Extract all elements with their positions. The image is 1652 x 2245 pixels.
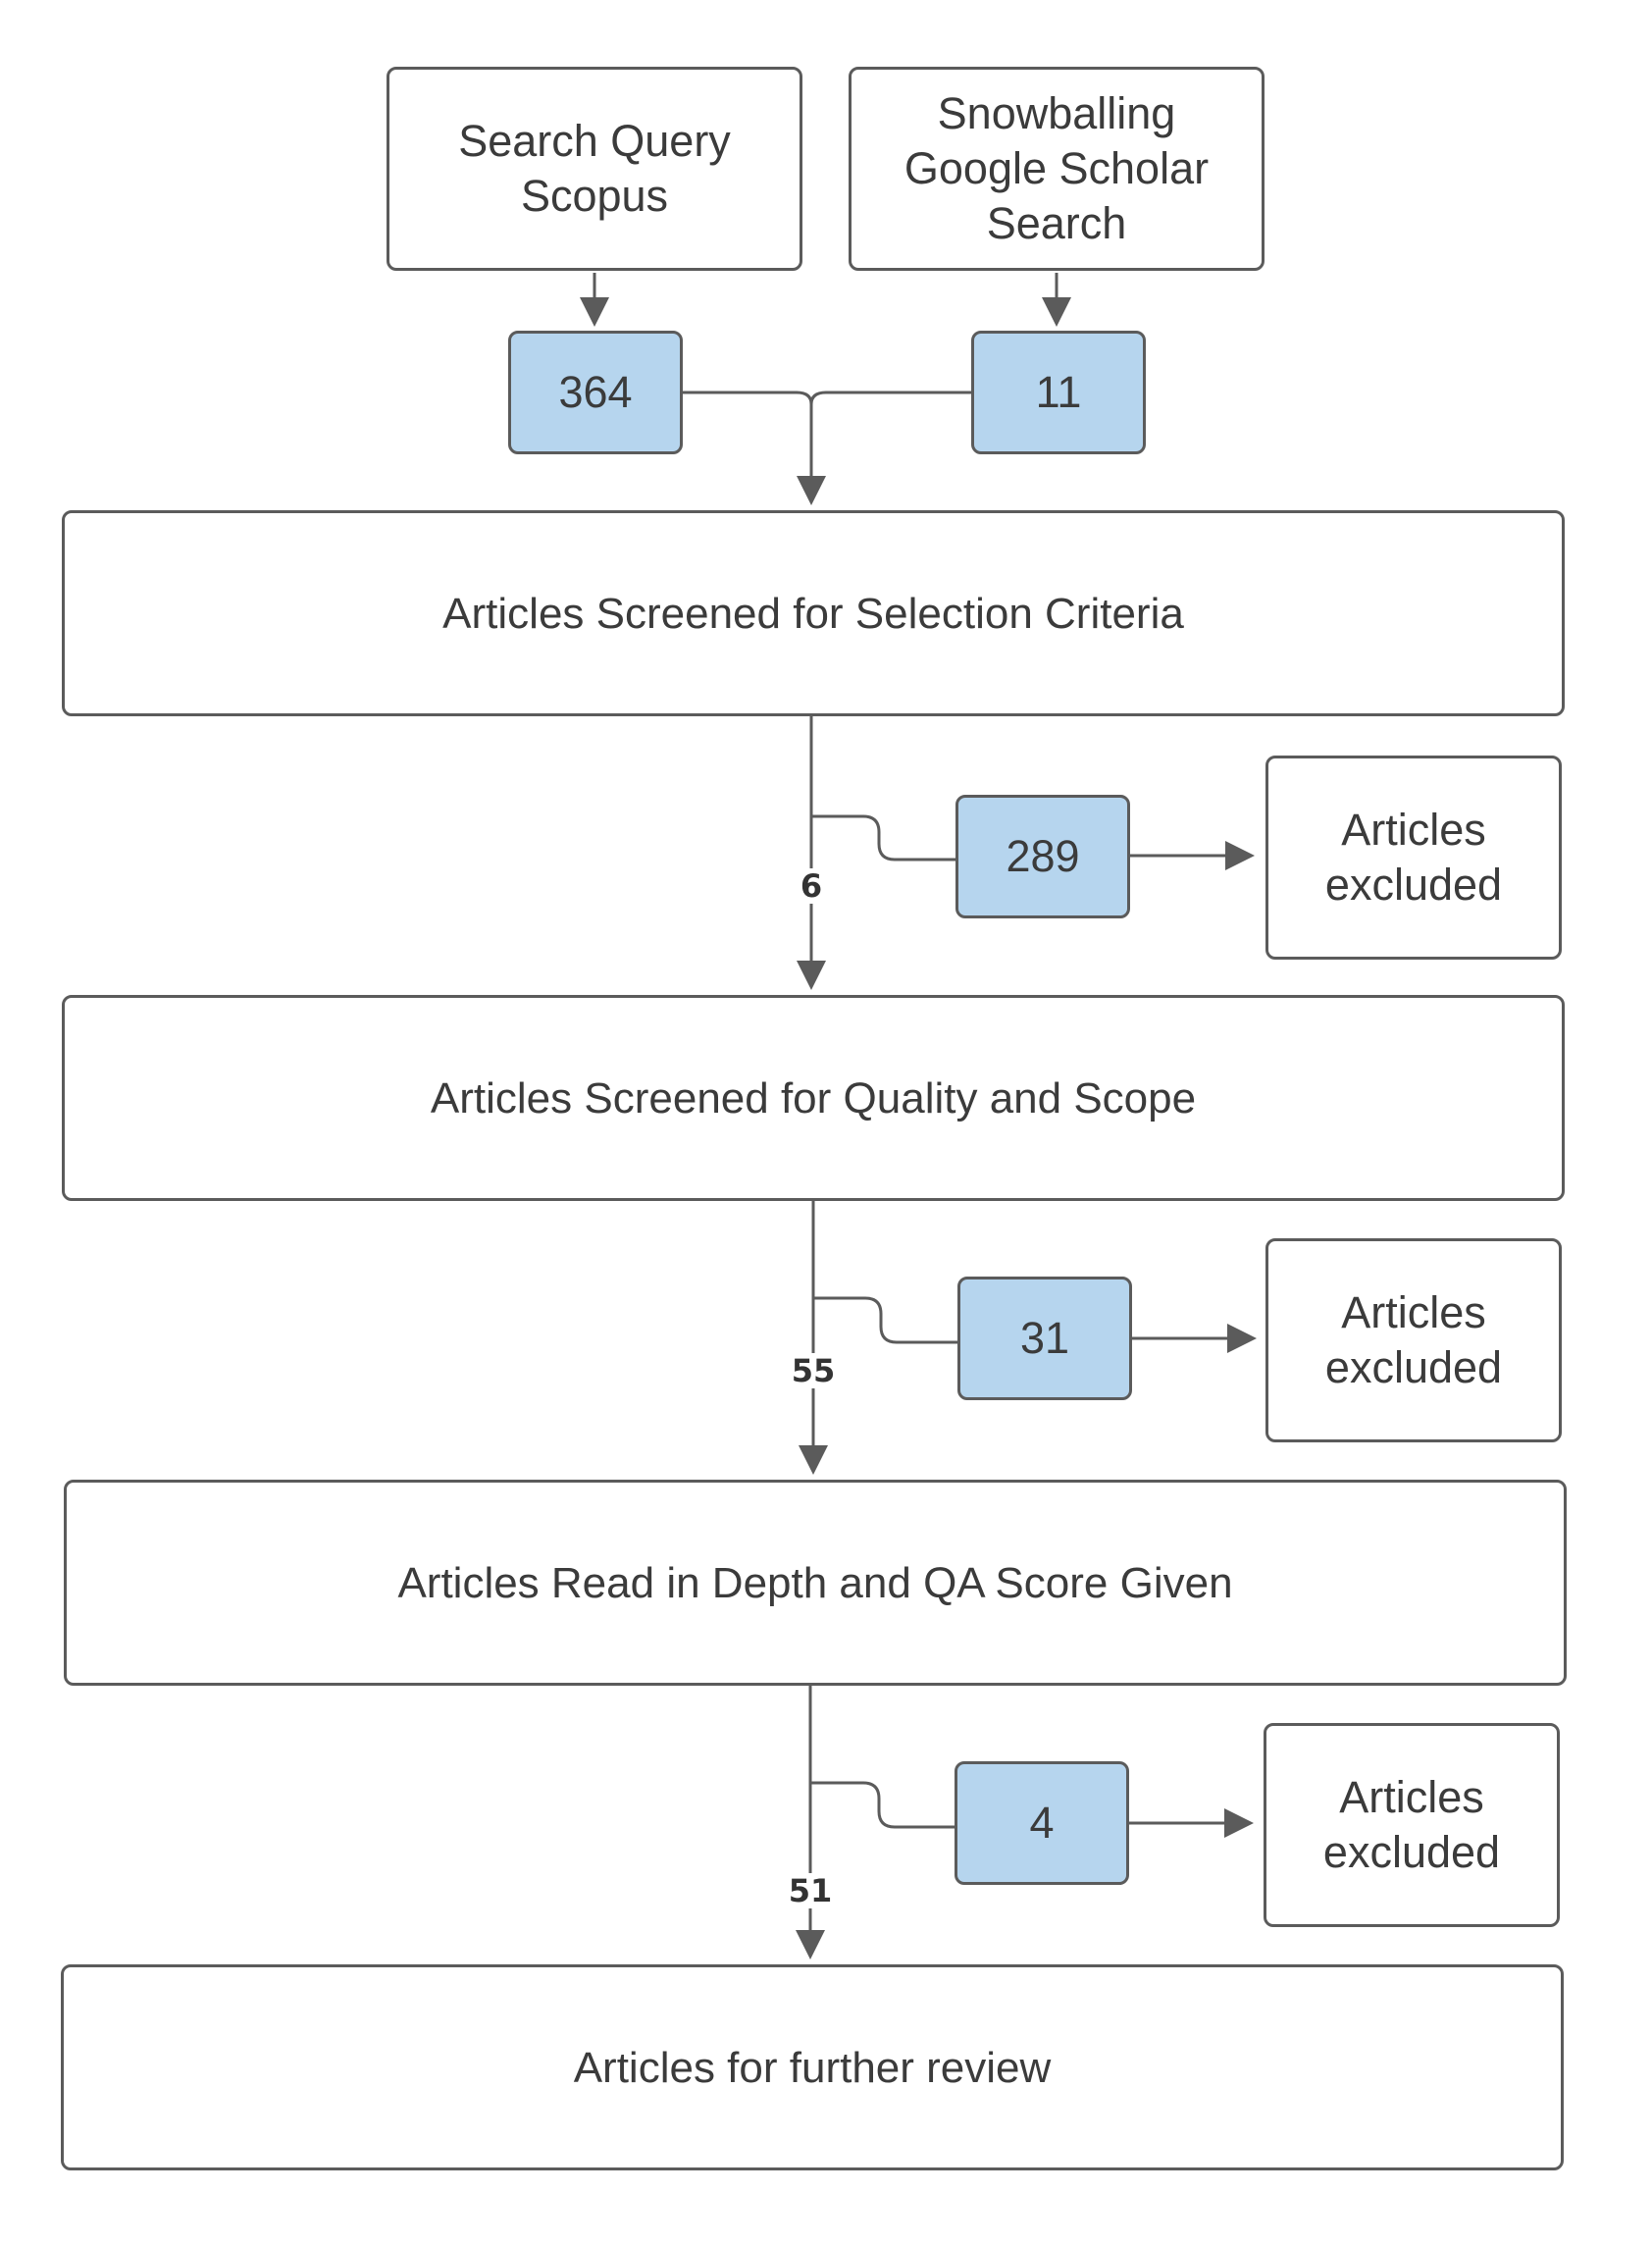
excluded-box-1: Articles excluded [1265, 756, 1562, 960]
branch-to-exclusion-3 [810, 1781, 955, 1829]
source-snowballing-line-1: Snowballing [937, 87, 1176, 138]
exclusion-count-box-3: 4 [955, 1761, 1129, 1885]
stage-box-further-review: Articles for further review [61, 1964, 1564, 2170]
passed-count-label-2: 55 [787, 1353, 840, 1388]
stage-box-qa-score: Articles Read in Depth and QA Score Give… [64, 1480, 1567, 1686]
source-box-scopus: Search Query Scopus [387, 67, 802, 271]
source-scopus-line-1: Search Query [458, 115, 731, 166]
stage-box-selection-criteria: Articles Screened for Selection Criteria [62, 510, 1565, 716]
source-box-snowballing: Snowballing Google Scholar Search [849, 67, 1265, 271]
merge-line-right [809, 391, 827, 405]
source-scopus-line-2: Scopus [520, 171, 669, 221]
branch-to-exclusion-2 [813, 1296, 957, 1344]
count-box-scopus: 364 [508, 331, 683, 454]
passed-count-label-1: 6 [796, 868, 827, 904]
source-snowballing-line-2: Google Scholar [903, 142, 1210, 193]
merge-line-left [683, 391, 813, 405]
source-snowballing-line-3: Search [986, 198, 1127, 249]
excluded-3-line-2: excluded [1322, 1827, 1501, 1877]
excluded-2-line-2: excluded [1324, 1342, 1503, 1392]
passed-count-label-3: 51 [784, 1873, 837, 1908]
count-box-snowballing: 11 [971, 331, 1146, 454]
excluded-1-line-2: excluded [1324, 860, 1503, 910]
excluded-1-line-1: Articles [1341, 804, 1486, 855]
exclusion-count-box-2: 31 [957, 1277, 1132, 1400]
stage-box-quality-scope: Articles Screened for Quality and Scope [62, 995, 1565, 1201]
excluded-3-line-1: Articles [1339, 1771, 1484, 1822]
excluded-box-2: Articles excluded [1265, 1238, 1562, 1442]
branch-to-exclusion-1 [811, 814, 955, 861]
excluded-box-3: Articles excluded [1264, 1723, 1560, 1927]
exclusion-count-box-1: 289 [955, 795, 1130, 918]
excluded-2-line-1: Articles [1341, 1286, 1486, 1337]
